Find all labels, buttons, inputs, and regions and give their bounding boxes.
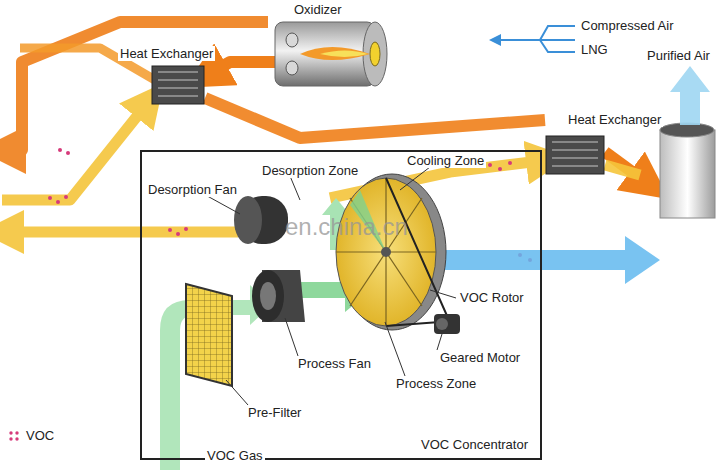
pre-filter <box>186 284 232 386</box>
part-label: Heat Exchanger <box>566 112 663 127</box>
zone-label: Process Zone <box>394 376 478 391</box>
zone-label: Cooling Zone <box>405 153 486 168</box>
signal-label: LNG <box>579 42 610 57</box>
part-label: Purified Air <box>645 48 712 63</box>
part-label: Process Fan <box>296 356 373 371</box>
flow-label: VOC Gas <box>205 448 265 463</box>
exhaust-stack <box>660 66 715 218</box>
desorption-fan <box>234 196 288 244</box>
clean-air-flow <box>420 236 660 284</box>
geared-motor <box>386 178 460 334</box>
legend-dots <box>8 430 22 442</box>
zone-label: Desorption Zone <box>260 163 360 178</box>
legend-row: VOC <box>8 428 54 443</box>
heat-exchanger <box>152 66 604 174</box>
leader-line <box>200 167 456 405</box>
part-label: Geared Motor <box>438 350 522 365</box>
part-label: Pre-Filter <box>246 405 303 420</box>
part-label: Heat Exchanger <box>118 46 215 61</box>
signal-label: Compressed Air <box>579 18 675 33</box>
oxidizer-cylinder <box>275 22 387 86</box>
voc-gas-flow <box>160 285 272 470</box>
fuel-line <box>495 26 575 52</box>
process-fan <box>252 270 305 322</box>
part-label: Oxidizer <box>292 2 344 17</box>
desorption-gas-pipe <box>2 100 640 232</box>
box-title: VOC Concentrator <box>419 437 530 452</box>
part-label: Desorption Fan <box>146 182 239 197</box>
legend-text: VOC <box>26 428 54 443</box>
part-label: VOC Rotor <box>458 290 526 305</box>
voc-rotor <box>336 174 446 330</box>
watermark: en.china.cn <box>283 214 410 240</box>
